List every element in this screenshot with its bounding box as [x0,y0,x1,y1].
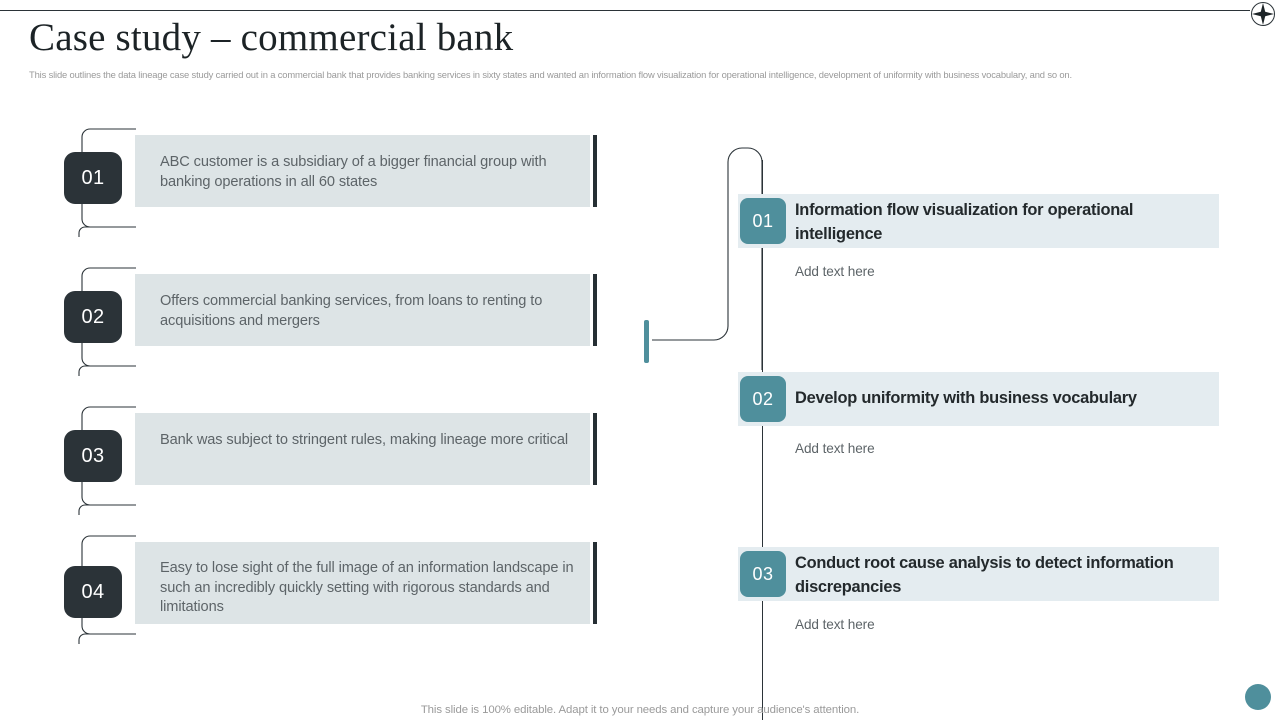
left-item-text: ABC customer is a subsidiary of a bigger… [160,154,547,190]
right-item-box [738,547,1219,601]
left-item-number-badge: 01 [64,152,122,204]
right-item-number-badge: 02 [740,376,786,422]
header-divider [0,10,1250,11]
left-item-accent-bar [593,413,597,485]
left-item-number-badge: 03 [64,430,122,482]
right-item-title: Develop uniformity with business vocabul… [795,389,1137,407]
left-item-accent-bar [593,274,597,346]
left-item-box [135,274,590,346]
right-item-box [738,372,1219,426]
flow-connector-icon [652,147,763,370]
left-column: 01 ABC customer is a subsidiary of a big… [64,128,597,644]
right-item-box [738,194,1219,248]
left-item-number-badge: 02 [64,291,122,343]
right-item-number-badge: 03 [740,551,786,597]
page-subtitle: This slide outlines the data lineage cas… [29,69,1072,80]
compass-star-icon [1251,2,1275,26]
timeline-spine [762,160,763,720]
left-item-accent-bar [593,135,597,207]
right-item-title: Conduct root cause analysis to detect in… [795,554,1174,596]
left-item-accent-bar [593,542,597,624]
left-item-box [135,135,590,207]
left-item-number-badge: 04 [64,566,122,618]
right-item-subtext[interactable]: Add text here [795,264,875,279]
left-item-text: Easy to lose sight of the full image of … [160,560,574,615]
page-title: Case study – commercial bank [29,16,514,59]
left-item-text: Bank was subject to stringent rules, mak… [160,432,568,448]
right-item-subtext[interactable]: Add text here [795,441,875,456]
left-item-box [135,413,590,485]
left-item-text: Offers commercial banking services, from… [160,293,543,329]
left-item-box [135,542,590,624]
footer-note: This slide is 100% editable. Adapt it to… [420,704,860,716]
decorative-dot [1245,684,1271,710]
right-item-number-badge: 01 [740,198,786,244]
right-item-title: Information flow visualization for opera… [795,201,1134,243]
connector-end-marker [644,320,649,363]
right-item-subtext[interactable]: Add text here [795,617,875,632]
